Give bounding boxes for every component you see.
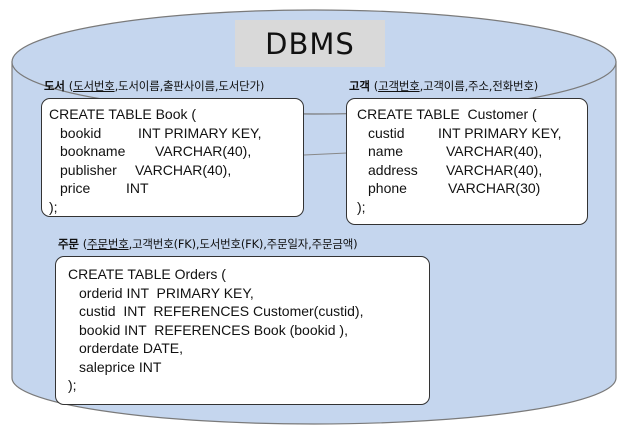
book-entity-name: 도서: [44, 79, 65, 93]
column-type: VARCHAR(40),: [446, 161, 543, 178]
column-name: name: [368, 143, 404, 159]
sql-column-line: address VARCHAR(40),: [357, 161, 587, 180]
book-attrs: ,도서이름,출판사이름,도서단가): [114, 79, 265, 93]
orders-sql-box: CREATE TABLE Orders ( orderid INT PRIMAR…: [55, 256, 430, 405]
orders-attrs: ,고객번호(FK),도서번호(FK),주문일자,주문금액): [128, 237, 358, 251]
column-name: phone: [368, 180, 407, 196]
sql-column-line: orderid INT PRIMARY KEY,: [79, 284, 254, 301]
orders-pk: 주문번호: [87, 237, 129, 251]
sql-column-line: phone VARCHAR(30): [357, 179, 587, 198]
customer-sql-box: CREATE TABLE Customer ( custid INT PRIMAR…: [346, 98, 588, 225]
column-name: bookid: [60, 124, 102, 141]
sql-column-line: custid INT PRIMARY KEY,: [357, 124, 587, 143]
customer-attrs: ,고객이름,주소,전화번호): [419, 79, 539, 93]
column-name: custid: [368, 124, 405, 141]
sql-column-line: name VARCHAR(40),: [357, 142, 587, 161]
column-type: INT PRIMARY KEY,: [138, 124, 262, 141]
orders-entity-name: 주문: [58, 237, 79, 251]
column-type: INT PRIMARY KEY,: [438, 124, 562, 141]
column-name: price: [60, 180, 91, 196]
column-name: publisher: [60, 161, 117, 178]
book-sql-header: CREATE TABLE Book (: [49, 106, 197, 122]
customer-entity-name: 고객: [349, 79, 370, 93]
book-pk: 도서번호: [73, 79, 115, 93]
sql-column-line: publisher VARCHAR(40),: [49, 161, 303, 180]
column-type: VARCHAR(30): [448, 180, 541, 196]
orders-sql-header: CREATE TABLE Orders (: [68, 266, 226, 282]
dbms-title: DBMS: [235, 20, 385, 67]
book-entity-label: 도서(도서번호,도서이름,출판사이름,도서단가): [44, 79, 265, 93]
column-name: bookname: [60, 143, 126, 159]
sql-column-line: saleprice INT: [79, 358, 162, 375]
book-sql-footer: );: [49, 198, 58, 215]
column-type: VARCHAR(40),: [135, 161, 232, 178]
column-name: address: [368, 161, 418, 178]
column-type: VARCHAR(40),: [446, 143, 543, 159]
customer-sql-footer: );: [357, 198, 366, 215]
connector-line: [303, 152, 348, 156]
sql-column-line: price INT: [49, 179, 303, 198]
sql-column-line: bookid INT REFERENCES Book (bookid ),: [79, 321, 348, 338]
sql-column-line: custid INT REFERENCES Customer(custid),: [79, 303, 364, 319]
column-type: INT: [126, 180, 149, 196]
sql-column-line: bookid INT PRIMARY KEY,: [49, 124, 303, 143]
customer-pk: 고객번호: [378, 79, 420, 93]
customer-sql-header: CREATE TABLE Customer (: [357, 106, 537, 122]
orders-sql-footer: );: [68, 377, 77, 393]
book-sql-box: CREATE TABLE Book ( bookid INT PRIMARY KE…: [41, 98, 304, 217]
sql-column-line: bookname VARCHAR(40),: [49, 142, 303, 161]
column-type: VARCHAR(40),: [155, 143, 252, 159]
orders-entity-label: 주문(주문번호,고객번호(FK),도서번호(FK),주문일자,주문금액): [58, 237, 358, 251]
customer-entity-label: 고객(고객번호,고객이름,주소,전화번호): [349, 79, 539, 93]
sql-column-line: orderdate DATE,: [79, 340, 184, 356]
